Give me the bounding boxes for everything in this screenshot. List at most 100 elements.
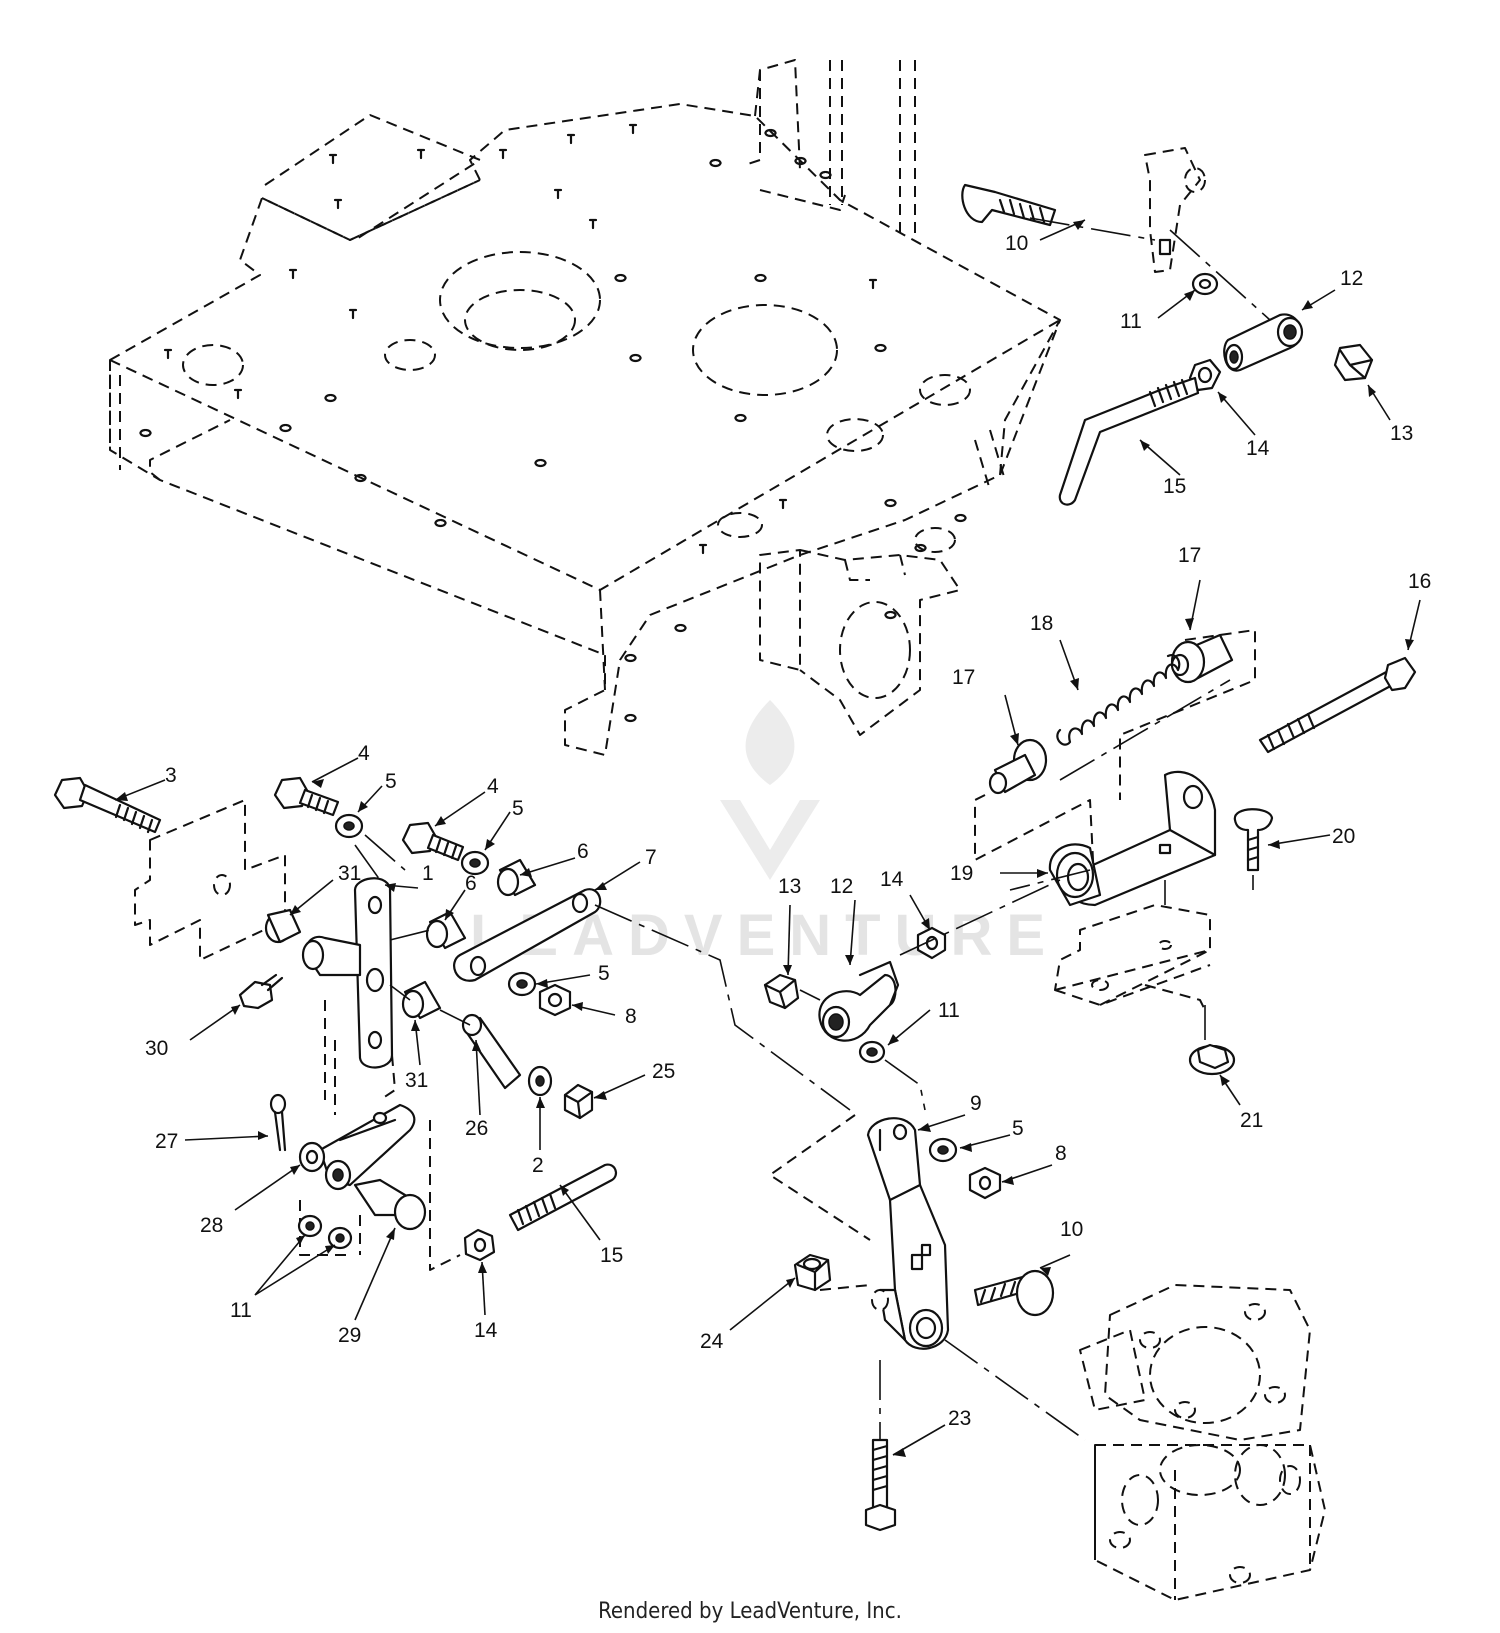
washer-11-a: [297, 1214, 323, 1238]
callout-29: 29: [338, 1324, 361, 1347]
callout-11-center: 11: [938, 999, 960, 1022]
arm-7: [453, 888, 602, 982]
left-mount: [53, 776, 490, 961]
nut-25: [563, 1083, 594, 1120]
bracket-19: [1048, 770, 1217, 907]
grease-fitting-30: [238, 973, 284, 1010]
callout-11-upper: 11: [1120, 310, 1142, 333]
callout-4-left: 4: [358, 742, 370, 765]
transmission: [1079, 1284, 1326, 1601]
bolt-3: [53, 776, 162, 834]
washer-5-a: [334, 813, 364, 839]
washer-5-d: [928, 1137, 958, 1163]
spring-18: [1056, 654, 1181, 746]
center-linkage: [763, 879, 1061, 1111]
nut-24: [793, 1253, 832, 1292]
callout-30: 30: [145, 1037, 168, 1060]
carriage-bolt-20: [1233, 808, 1274, 872]
callout-31-top: 31: [338, 862, 361, 885]
washer-11-center: [858, 1040, 886, 1064]
washer-5-c: [507, 971, 537, 997]
callout-8-a: 8: [625, 1005, 637, 1028]
callout-18: 18: [1030, 612, 1053, 635]
leader-lines: [114, 219, 1421, 1456]
spacer-31-top: [264, 908, 302, 944]
lower-right-assembly: [769, 1114, 1326, 1601]
callout-14-lower: 14: [474, 1319, 498, 1342]
spacer-31-lower: [401, 980, 442, 1020]
nut-13-center: [763, 973, 800, 1010]
callout-17-lower: 17: [952, 666, 975, 689]
spacer-6-top: [496, 858, 537, 897]
callout-6-top: 6: [577, 840, 589, 863]
callout-10-lower: 10: [1060, 1218, 1083, 1241]
spacer-6-lower: [425, 910, 467, 950]
nut-13-upper: [1333, 343, 1374, 382]
callout-21: 21: [1240, 1109, 1263, 1132]
nut-21: [1188, 1043, 1236, 1076]
leader-arrowheads: [115, 220, 1414, 1457]
callout-13-upper: 13: [1390, 422, 1413, 445]
sleeve-26: [461, 1013, 522, 1090]
spacer-17-right: [1170, 633, 1234, 684]
bolt-23: [864, 1438, 897, 1532]
callout-23: 23: [948, 1407, 971, 1430]
callout-11-lower: 11: [230, 1299, 252, 1322]
washer-11-b: [327, 1226, 353, 1250]
arm-9: [866, 1117, 950, 1350]
washer-11-upper: [1191, 272, 1219, 296]
left-arm-assembly: [238, 858, 851, 1120]
bolt-4-left: [273, 776, 340, 817]
callout-28: 28: [200, 1214, 223, 1237]
callout-17-upper: 17: [1178, 544, 1201, 567]
callout-labels: 10 11 12 13 14 15 17 16 18 17 20 19 14 1…: [145, 232, 1431, 1430]
callout-27: 27: [155, 1130, 178, 1153]
clevis-assembly: [269, 1093, 618, 1271]
callout-5-b: 5: [512, 797, 524, 820]
callout-14-center: 14: [880, 868, 904, 891]
callout-14-upper: 14: [1246, 437, 1270, 460]
carriage-bolt-10-upper: [961, 183, 1057, 227]
callout-26: 26: [465, 1117, 488, 1140]
callout-19: 19: [950, 862, 973, 885]
nut-14-center: [916, 926, 947, 960]
callout-1: 1: [422, 862, 434, 885]
callout-24: 24: [700, 1330, 724, 1353]
footer-credit: Rendered by LeadVenture, Inc.: [598, 1599, 902, 1624]
callout-15-lower: 15: [600, 1244, 623, 1267]
callout-13-center: 13: [778, 875, 801, 898]
callout-16: 16: [1408, 570, 1431, 593]
clevis-washer: [324, 1159, 352, 1191]
callout-6-lower: 6: [465, 872, 477, 895]
nut-8-b: [968, 1166, 1002, 1200]
washer-5-b: [460, 850, 490, 876]
callout-10-upper: 10: [1005, 232, 1028, 255]
nut-14-upper: [1188, 358, 1222, 392]
callout-20: 20: [1332, 825, 1355, 848]
carriage-bolt-10-lower: [973, 1269, 1055, 1317]
rod-15-upper: [1058, 376, 1200, 506]
ball-joint-12-center: [818, 960, 900, 1042]
callout-3: 3: [165, 764, 177, 787]
callout-12-center: 12: [830, 875, 853, 898]
spacer-17-left: [988, 738, 1048, 795]
callout-5-d: 5: [1012, 1117, 1024, 1140]
callout-7: 7: [645, 846, 657, 869]
callout-9: 9: [970, 1092, 982, 1115]
bolt-16: [1258, 656, 1417, 754]
callout-5-a: 5: [385, 770, 397, 793]
nut-14-lower: [463, 1228, 496, 1262]
rod-15-lower: [508, 1163, 618, 1232]
callout-12-upper: 12: [1340, 267, 1363, 290]
callout-8-b: 8: [1055, 1142, 1067, 1165]
callout-5-c: 5: [598, 962, 610, 985]
right-bracket-assembly: [974, 629, 1417, 1076]
callout-31-lower: 31: [405, 1069, 428, 1092]
nut-8-a: [538, 983, 572, 1017]
callout-4-right: 4: [487, 775, 499, 798]
callout-2: 2: [532, 1154, 544, 1177]
callout-15-upper: 15: [1163, 475, 1186, 498]
washer-28: [298, 1141, 326, 1173]
callout-25: 25: [652, 1060, 675, 1083]
